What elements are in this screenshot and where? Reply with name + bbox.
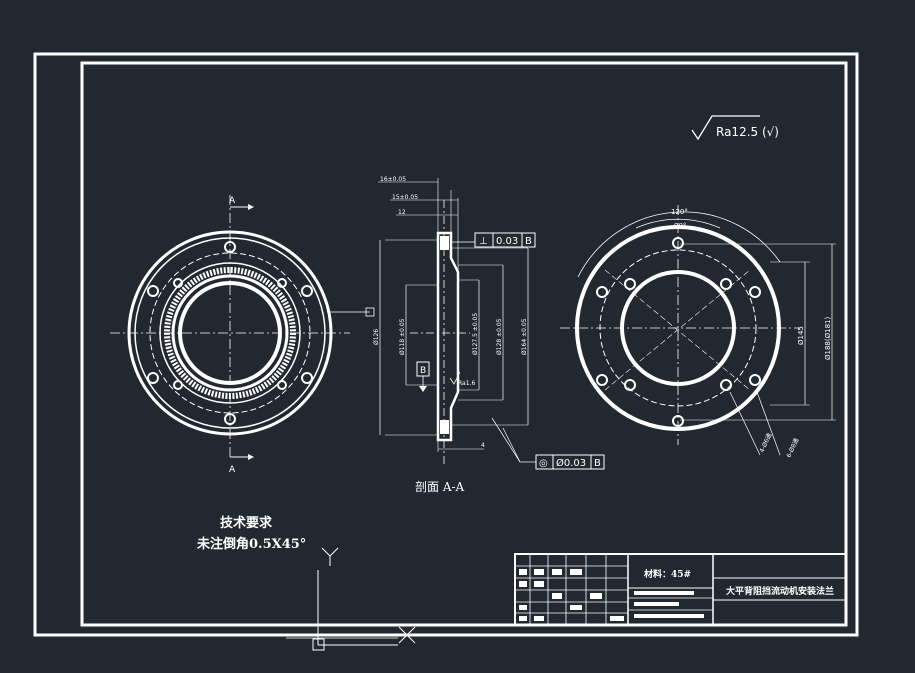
tolerance-frame-concentricity bbox=[535, 454, 605, 470]
tol2-symbol: ◎ bbox=[539, 458, 548, 469]
surface-finish-small: Ra1.6 bbox=[458, 380, 475, 387]
tol1-value: 0.03 bbox=[496, 236, 518, 247]
roughness-label: Ra12.5 (√) bbox=[716, 125, 779, 139]
title-block bbox=[514, 553, 847, 626]
section-view bbox=[378, 178, 536, 465]
tech-req-note: 未注倒角0.5X45° bbox=[196, 536, 306, 552]
ucs-icon bbox=[286, 547, 416, 651]
top-dim-3: 12 bbox=[398, 209, 406, 216]
section-marker-top: A bbox=[229, 196, 236, 206]
right-view bbox=[560, 205, 836, 456]
tol1-symbol: ⊥ bbox=[479, 236, 488, 247]
tol2-datum: B bbox=[594, 458, 601, 469]
title-material: 材料：45# bbox=[643, 568, 691, 580]
inner-border bbox=[80, 61, 848, 627]
bottom-dim: 4 bbox=[481, 442, 485, 449]
top-dim-2: 15±0.05 bbox=[392, 194, 418, 201]
datum-label: B bbox=[420, 366, 426, 376]
tol1-datum: B bbox=[525, 236, 532, 247]
top-dim-1: 16±0.05 bbox=[380, 176, 406, 183]
vdim-1: Ø126 bbox=[373, 329, 380, 345]
hole-note-2: 6-Ø8通 bbox=[785, 437, 801, 459]
vdim-2: Ø118 ±0.05 bbox=[399, 318, 406, 355]
angle-120: 120° bbox=[671, 208, 688, 216]
roughness-symbol bbox=[691, 115, 760, 141]
title-part-name: 大平背阻挡流动机安装法兰 bbox=[726, 585, 834, 597]
hole-note-1: 4-Ø6通 bbox=[758, 432, 774, 454]
left-view bbox=[110, 195, 375, 460]
vdim-3: Ø127.5 ±0.05 bbox=[472, 313, 479, 355]
angle-90: 90° bbox=[674, 222, 686, 230]
rdim-1: Ø145 bbox=[797, 326, 805, 345]
rdim-2: Ø188(Ø181) bbox=[824, 317, 832, 360]
section-marker-bottom: A bbox=[229, 465, 236, 475]
tech-req-title: 技术要求 bbox=[220, 515, 273, 531]
section-label: 剖面 A-A bbox=[415, 480, 465, 494]
tolerance-frame-perpendicularity bbox=[474, 232, 536, 248]
vdim-5: Ø164 ±0.05 bbox=[521, 318, 528, 355]
tol2-value: Ø0.03 bbox=[556, 457, 586, 469]
vdim-4: Ø128 ±0.05 bbox=[496, 318, 503, 355]
title-block-fills bbox=[519, 569, 704, 621]
outer-border bbox=[33, 52, 859, 637]
